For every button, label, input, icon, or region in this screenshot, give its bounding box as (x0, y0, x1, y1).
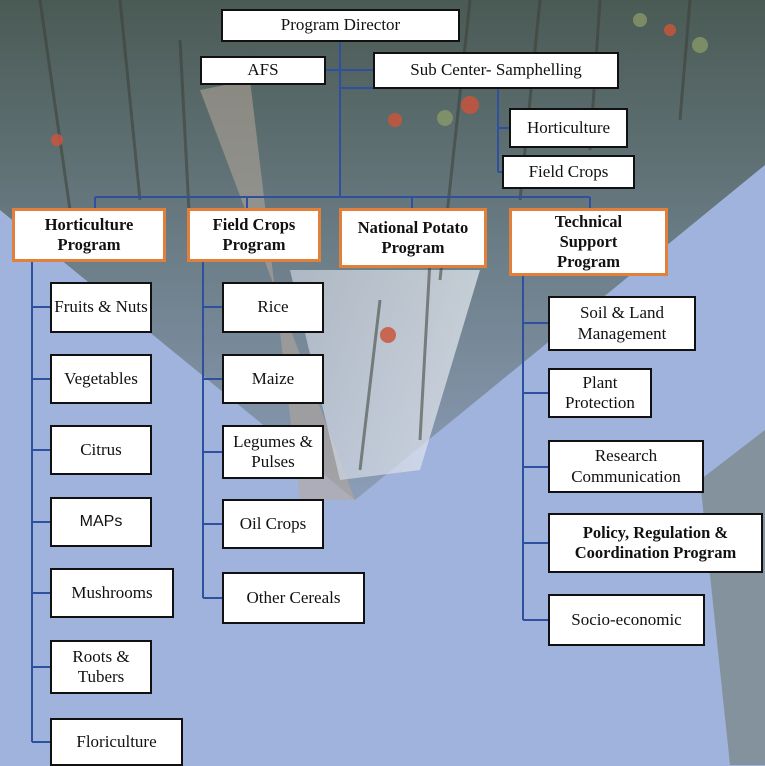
horticulture-item: MAPs (50, 497, 152, 547)
afs-label: AFS (247, 60, 279, 80)
horticulture-item-label: Fruits & Nuts (54, 297, 148, 317)
technical-support-item-label: Plant Protection (565, 372, 635, 412)
field-crops-program-title: Field Crops Program (212, 215, 296, 254)
horticulture-item: Floriculture (50, 718, 183, 766)
national-potato-program-title: National Potato Program (357, 218, 469, 257)
afs-box: AFS (200, 56, 326, 85)
sub-center-field-crops-box: Field Crops (502, 155, 635, 189)
technical-support-program-title: Technical Support Program (554, 212, 623, 271)
horticulture-item-label: Roots & Tubers (72, 646, 130, 686)
horticulture-item-label: Floriculture (76, 731, 157, 751)
technical-support-item: Soil & Land Management (548, 296, 696, 351)
field-crops-item: Rice (222, 282, 324, 333)
field-crops-item-label: Maize (251, 368, 295, 388)
horticulture-item: Vegetables (50, 354, 152, 404)
technical-support-program-box: Technical Support Program (509, 208, 668, 276)
field-crops-item: Maize (222, 354, 324, 404)
technical-support-item-label: Soil & Land Management (577, 303, 667, 343)
technical-support-item: Socio-economic (548, 594, 705, 646)
horticulture-item: Citrus (50, 425, 152, 475)
horticulture-item-label: MAPs (79, 513, 123, 531)
horticulture-program-box: Horticulture Program (12, 208, 166, 262)
horticulture-item: Mushrooms (50, 568, 174, 618)
technical-support-item: Policy, Regulation & Coordination Progra… (548, 513, 763, 573)
sub-center-label: Sub Center- Samphelling (410, 60, 582, 80)
technical-support-item-label: Policy, Regulation & Coordination Progra… (574, 523, 737, 562)
sub-center-field-crops-label: Field Crops (528, 161, 609, 181)
field-crops-program-box: Field Crops Program (187, 208, 321, 262)
technical-support-item: Research Communication (548, 440, 704, 493)
field-crops-item-label: Other Cereals (246, 587, 341, 607)
national-potato-program-box: National Potato Program (339, 208, 487, 268)
horticulture-item-label: Vegetables (64, 368, 138, 388)
field-crops-item: Legumes & Pulses (222, 425, 324, 479)
field-crops-item-label: Legumes & Pulses (233, 431, 313, 471)
program-director-box: Program Director (221, 9, 460, 42)
horticulture-program-title: Horticulture Program (44, 215, 134, 254)
sub-center-horticulture-box: Horticulture (509, 108, 628, 148)
sub-center-box: Sub Center- Samphelling (373, 52, 619, 89)
technical-support-item: Plant Protection (548, 368, 652, 418)
program-director-label: Program Director (280, 15, 401, 35)
horticulture-item-label: Mushrooms (71, 582, 153, 602)
field-crops-item: Oil Crops (222, 499, 324, 549)
horticulture-item: Fruits & Nuts (50, 282, 152, 333)
horticulture-item-label: Citrus (80, 439, 122, 459)
field-crops-item-label: Oil Crops (239, 513, 307, 533)
sub-center-horticulture-label: Horticulture (526, 117, 611, 137)
field-crops-item-label: Rice (257, 297, 289, 317)
technical-support-item-label: Socio-economic (571, 609, 682, 629)
technical-support-item-label: Research Communication (571, 446, 681, 486)
horticulture-item: Roots & Tubers (50, 640, 152, 694)
field-crops-item: Other Cereals (222, 572, 365, 624)
